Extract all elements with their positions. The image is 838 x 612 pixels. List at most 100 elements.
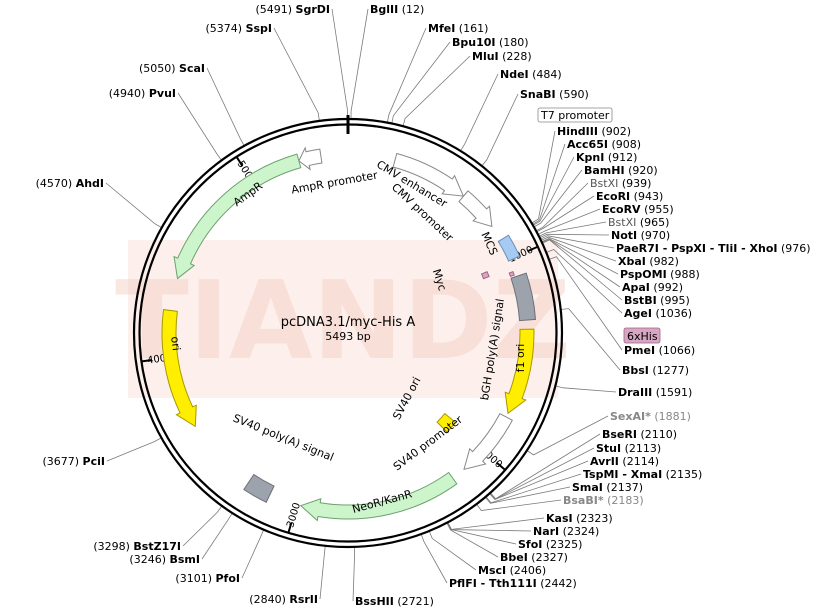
site-name: SexAI* [610, 410, 651, 423]
leader-line [536, 195, 595, 233]
feature-label-sv40-promoter: SV40 promoter [391, 413, 466, 474]
leader-line [447, 522, 517, 545]
t7-promoter-label: T7 promoter [537, 107, 613, 123]
site-name: BseRI [602, 428, 637, 441]
restriction-site: AgeI (1036) [624, 307, 692, 320]
restriction-site: (3298) BstZ17I [93, 540, 181, 553]
site-position: (1591) [652, 386, 692, 399]
restriction-site: MfeI (161) [428, 22, 488, 35]
restriction-site: BssHII (2721) [355, 595, 434, 608]
site-name: BstZ17I [133, 540, 181, 553]
restriction-site: BsaBI* (2183) [563, 494, 644, 507]
restriction-site: Acc65I (908) [567, 138, 641, 151]
site-name: PmeI [624, 344, 655, 357]
site-name: EcoRI [596, 190, 630, 203]
restriction-site: TspMI - XmaI (2135) [583, 468, 702, 481]
site-name: NdeI [500, 68, 529, 81]
leader-line [350, 8, 369, 120]
site-name: DraIII [618, 386, 652, 399]
plasmid-name: pcDNA3.1/myc-His A [281, 315, 416, 330]
feature-mcs [497, 234, 521, 262]
site-position: (908) [608, 138, 641, 151]
site-position: (2324) [559, 525, 599, 538]
site-name: BsaBI* [563, 494, 604, 507]
leader-line [177, 92, 222, 161]
leader-line [489, 460, 589, 501]
site-name: BbeI [500, 551, 528, 564]
restriction-site: BstBI (995) [624, 294, 690, 307]
site-position: (2183) [604, 494, 644, 507]
feature-label-f1-ori: f1 ori [514, 344, 527, 373]
restriction-site: NarI (2324) [533, 525, 599, 538]
leader-line [476, 499, 562, 511]
leader-line [447, 522, 532, 532]
site-position: (902) [598, 125, 631, 138]
leader-line [532, 143, 566, 225]
restriction-site: (3101) PfoI [175, 572, 240, 585]
site-position: (2110) [637, 428, 677, 441]
site-position: (943) [630, 190, 663, 203]
restriction-site: HindIII (902) [557, 125, 631, 138]
site-name: NotI [611, 229, 637, 242]
feature-ori [161, 309, 197, 428]
restriction-site: SmaI (2137) [572, 481, 643, 494]
feature-sv40-ori [436, 412, 457, 433]
site-position: (228) [499, 50, 532, 63]
leader-line [541, 238, 621, 288]
site-position: (992) [650, 281, 683, 294]
restriction-site: AvrII (2114) [590, 455, 659, 468]
restriction-site: StuI (2113) [596, 442, 661, 455]
leader-line [555, 385, 617, 393]
site-position: (2135) [662, 468, 702, 481]
leader-line [481, 93, 519, 167]
leader-line [391, 41, 451, 124]
leader-line [352, 546, 355, 602]
feature-f1-ori [504, 328, 535, 415]
restriction-site: KasI (2323) [546, 512, 613, 525]
tick-mark [496, 462, 506, 471]
restriction-site: (3246) BsmI [129, 553, 200, 566]
leader-line [532, 156, 575, 226]
restriction-site: XbaI (982) [618, 255, 679, 268]
feature-sv40-pa [243, 473, 275, 503]
leader-line [106, 437, 162, 462]
restriction-site: (4940) PvuI [109, 87, 176, 100]
site-position: (3246) [129, 553, 169, 566]
site-name: BsmI [170, 553, 201, 566]
site-position: (912) [604, 151, 637, 164]
restriction-site: (5491) SgrDI [255, 3, 330, 16]
site-position: (982) [646, 255, 679, 268]
restriction-site: DraIII (1591) [618, 386, 692, 399]
leader-line [241, 529, 265, 579]
site-name: PflFI - Tth111I [449, 577, 537, 590]
site-position: (2113) [621, 442, 661, 455]
site-name: NarI [533, 525, 559, 538]
site-position: (484) [529, 68, 562, 81]
feature-label-ampr-promoter: AmpR promoter [290, 168, 379, 196]
plasmid-size: 5493 bp [325, 330, 370, 343]
leader-line [331, 8, 349, 120]
site-position: (2325) [542, 538, 582, 551]
leader-line [546, 249, 623, 314]
leader-line [460, 73, 499, 152]
site-name: Acc65I [567, 138, 608, 151]
leader-line [540, 236, 617, 262]
leader-line [319, 545, 326, 600]
site-position: (3298) [93, 540, 133, 553]
leader-line [535, 182, 589, 232]
leader-line [531, 130, 556, 224]
restriction-site: MscI (2406) [478, 564, 546, 577]
site-name: HindIII [557, 125, 598, 138]
site-name: PvuI [149, 87, 176, 100]
feature-neor [299, 471, 458, 522]
restriction-site: BstXI (939) [590, 177, 651, 190]
feature-arcs [161, 146, 537, 522]
restriction-site: BseRI (2110) [602, 428, 677, 441]
site-name: AgeI [624, 307, 652, 320]
site-name: BamHI [584, 164, 625, 177]
restriction-site: KpnI (912) [576, 151, 637, 164]
feature-6xhis [508, 271, 515, 278]
leader-line [447, 517, 545, 530]
leader-line [526, 415, 609, 456]
